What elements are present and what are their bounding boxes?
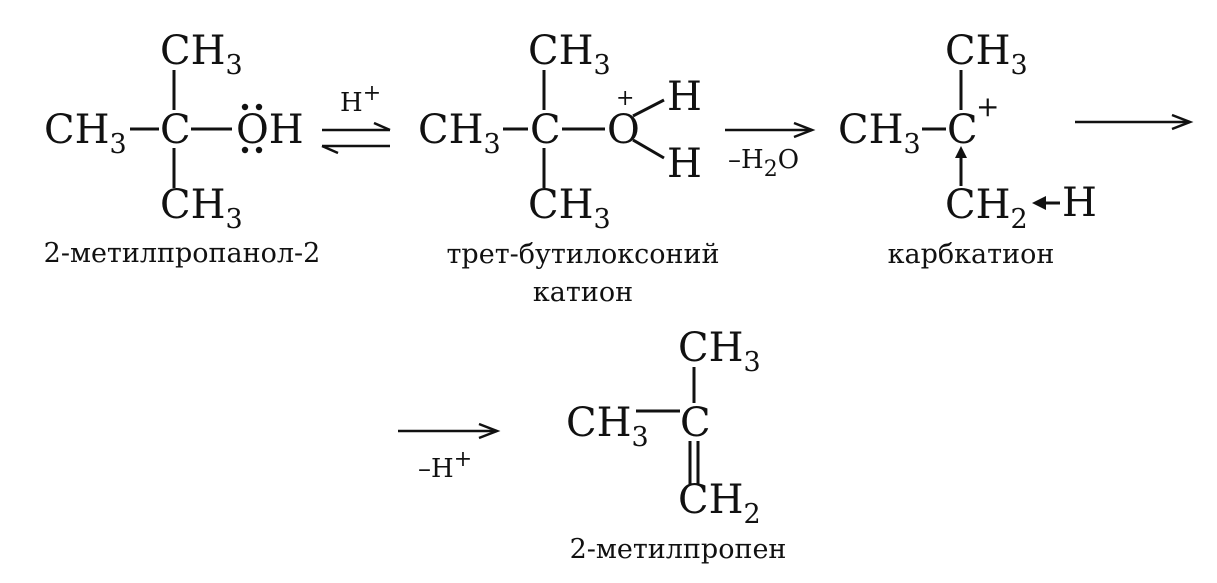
continuation-arrow-head bbox=[1171, 113, 1194, 131]
carbocation-name: карбкатион bbox=[888, 239, 1055, 270]
carbocation-methyl-top: CH3 bbox=[945, 28, 1028, 81]
dehydration-reagent: –H2O bbox=[728, 145, 799, 182]
alcohol-methyl-bottom: CH3 bbox=[160, 182, 243, 235]
protonation-reagent: H+ bbox=[340, 81, 381, 118]
oxonium-name-line1: трет-бутилоксоний bbox=[447, 239, 720, 270]
continuation-step bbox=[1075, 113, 1194, 131]
alcohol-name: 2-метилпропанол-2 bbox=[44, 238, 321, 269]
alcohol-methyl-left: CH3 bbox=[44, 107, 127, 160]
alcohol-hydroxyl: OH bbox=[236, 107, 304, 153]
deprotonation-arrow-head bbox=[478, 422, 501, 440]
equilibrium-reverse-head bbox=[321, 144, 339, 155]
alkene-methylene: CH2 bbox=[678, 477, 761, 530]
equilibrium-forward-head bbox=[373, 121, 391, 132]
alkene-methyl-left: CH3 bbox=[566, 400, 649, 453]
electron-shift-arrow-head bbox=[955, 146, 967, 158]
alcohol-methyl-top: CH3 bbox=[160, 28, 243, 81]
hydride-shift-arrow-head bbox=[1032, 196, 1046, 210]
oxonium-molecule: CH3 CH3 C O + H H CH3 трет-бутилоксоний … bbox=[418, 28, 719, 308]
carbocation-methyl-left: CH3 bbox=[838, 107, 921, 160]
lone-pair-dot bbox=[255, 103, 263, 111]
deprotonation-reagent: –H+ bbox=[418, 447, 472, 484]
alkene-central-carbon: C bbox=[680, 400, 711, 446]
alcohol-molecule: CH3 CH3 C OH CH3 2-метилпропанол-2 bbox=[44, 28, 321, 269]
oxonium-bond-h-bottom bbox=[632, 138, 665, 160]
alkene-name: 2-метилпропен bbox=[570, 534, 787, 565]
oxonium-hydrogen-bottom: H bbox=[667, 141, 702, 187]
carbocation-molecule: CH3 CH3 C + CH2 H карбкатион bbox=[838, 28, 1097, 270]
oxonium-hydrogen-top: H bbox=[667, 74, 702, 120]
alcohol-central-carbon: C bbox=[160, 107, 191, 153]
carbocation-hydrogen: H bbox=[1062, 180, 1097, 226]
oxonium-name-line2: катион bbox=[533, 277, 633, 308]
alkene-molecule: CH3 CH3 C CH2 2-метилпропен bbox=[566, 325, 786, 565]
dehydration-step: –H2O bbox=[725, 121, 816, 182]
oxonium-methyl-bottom: CH3 bbox=[528, 182, 611, 235]
protonation-step: H+ bbox=[321, 81, 391, 155]
oxonium-central-carbon: C bbox=[530, 107, 561, 153]
lone-pair-dot bbox=[255, 146, 263, 154]
oxonium-methyl-left: CH3 bbox=[418, 107, 501, 160]
dehydration-arrow-head bbox=[793, 121, 816, 139]
oxonium-charge: + bbox=[616, 86, 634, 111]
carbocation-central-carbon: C bbox=[947, 107, 978, 153]
alkene-methyl-top: CH3 bbox=[678, 325, 761, 378]
lone-pair-dot bbox=[241, 146, 249, 154]
oxonium-methyl-top: CH3 bbox=[528, 28, 611, 81]
carbocation-charge: + bbox=[976, 90, 999, 123]
oxonium-bond-h-top bbox=[632, 98, 665, 118]
carbocation-methylene: CH2 bbox=[945, 182, 1028, 235]
lone-pair-dot bbox=[241, 103, 249, 111]
deprotonation-step: –H+ bbox=[398, 422, 501, 484]
